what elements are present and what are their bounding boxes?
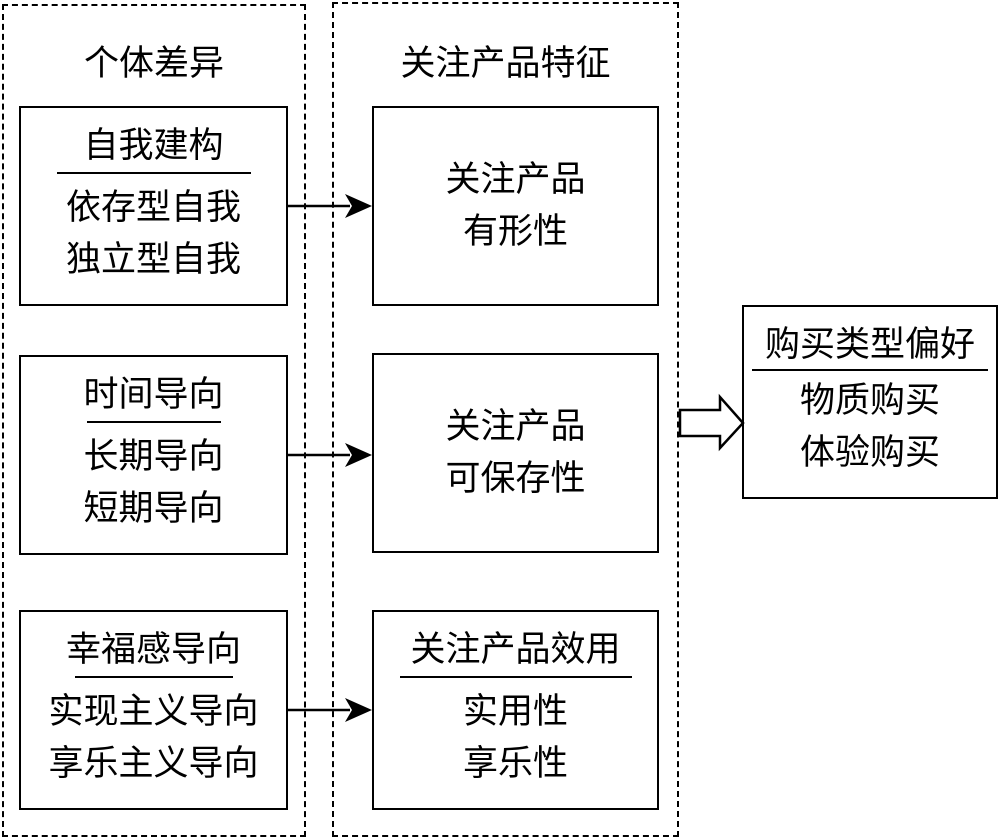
box-line: 实用性 — [462, 692, 568, 732]
box-line: 实现主义导向 — [48, 692, 259, 732]
box-line: 依存型自我 — [65, 188, 241, 228]
heading-divider — [399, 676, 632, 678]
self-construal-box: 自我建构 依存型自我 独立型自我 — [19, 106, 288, 306]
box-line: 关注产品 — [445, 407, 586, 447]
heading-divider — [56, 172, 251, 174]
preservability-box: 关注产品 可保存性 — [372, 353, 659, 553]
individual-differences-panel: 个体差异 — [2, 4, 306, 837]
purchase-preference-heading: 购买类型偏好 — [764, 325, 975, 365]
wellbeing-orientation-heading: 幸福感导向 — [65, 630, 241, 670]
heading-divider — [74, 676, 233, 678]
tangibility-box: 关注产品 有形性 — [372, 106, 659, 306]
box-line: 享乐主义导向 — [48, 744, 259, 784]
self-construal-heading: 自我建构 — [83, 126, 224, 166]
purchase-preference-box: 购买类型偏好 物质购买 体验购买 — [742, 305, 998, 499]
heading-divider — [86, 421, 221, 423]
box-line: 有形性 — [462, 212, 568, 252]
box-line: 长期导向 — [83, 437, 224, 477]
box-line: 短期导向 — [83, 489, 224, 529]
box-line: 独立型自我 — [65, 240, 241, 280]
box-line: 可保存性 — [445, 459, 586, 499]
product-features-title: 关注产品特征 — [400, 44, 611, 84]
box-line: 享乐性 — [462, 744, 568, 784]
time-orientation-heading: 时间导向 — [83, 375, 224, 415]
product-utility-box: 关注产品效用 实用性 享乐性 — [372, 610, 659, 810]
hollow-arrow-to-purchase-preference — [678, 393, 745, 452]
wellbeing-orientation-box: 幸福感导向 实现主义导向 享乐主义导向 — [19, 610, 288, 810]
time-orientation-box: 时间导向 长期导向 短期导向 — [19, 355, 288, 555]
box-line: 物质购买 — [799, 381, 940, 421]
product-utility-heading: 关注产品效用 — [410, 630, 621, 670]
box-line: 关注产品 — [445, 160, 586, 200]
individual-differences-title: 个体差异 — [83, 44, 224, 84]
box-line: 体验购买 — [799, 433, 940, 473]
heading-divider — [752, 369, 988, 371]
product-features-panel: 关注产品特征 — [332, 2, 679, 837]
